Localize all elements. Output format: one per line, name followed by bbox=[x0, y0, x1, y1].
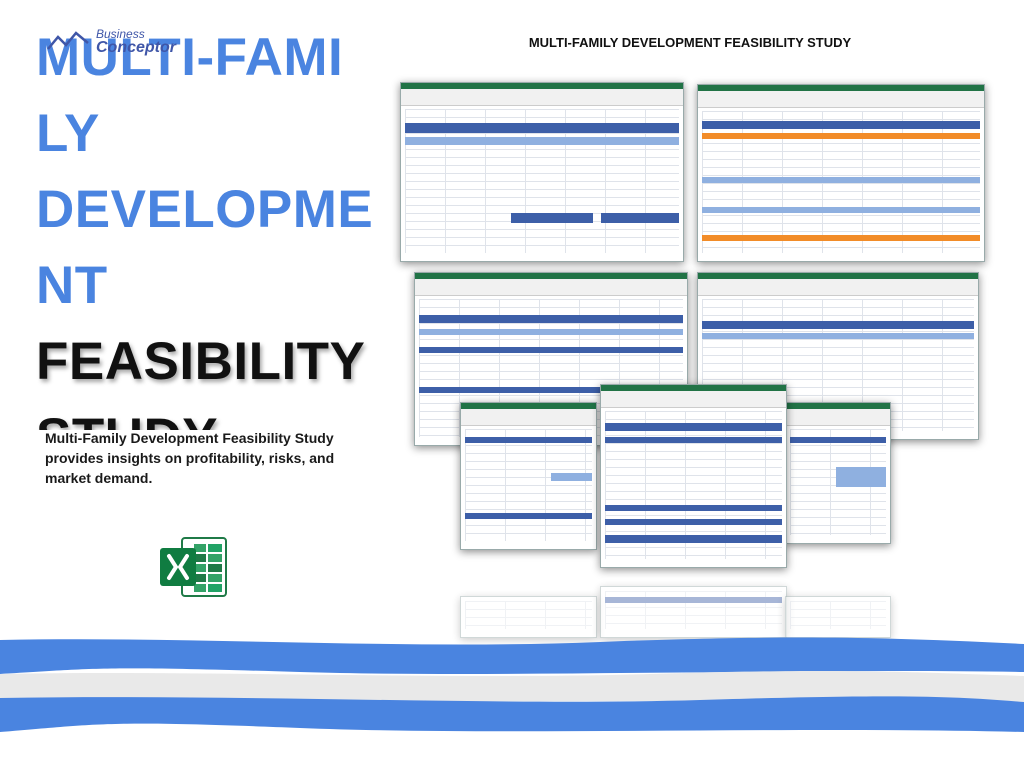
title-line: FEASIBILITY bbox=[36, 332, 366, 391]
header-title: MULTI-FAMILY DEVELOPMENT FEASIBILITY STU… bbox=[528, 35, 852, 50]
subtitle: Multi-Family Development Feasibility Stu… bbox=[45, 430, 335, 486]
spreadsheet-thumbnail bbox=[460, 402, 597, 550]
title-line: DEVELOPME bbox=[36, 180, 374, 239]
excel-icon bbox=[160, 537, 227, 597]
decorative-wave bbox=[0, 637, 1024, 768]
page-title: MULTI-FAMI LY DEVELOPME NT FEASIBILITY S… bbox=[36, 20, 376, 430]
brand-name-line1: Business bbox=[96, 27, 145, 41]
brand-logo: Business Conceptor bbox=[46, 27, 196, 57]
spreadsheet-thumbnail bbox=[697, 84, 985, 262]
spreadsheet-reflection bbox=[785, 596, 891, 638]
brand-name-line2: Conceptor bbox=[96, 39, 176, 56]
title-line: NT bbox=[36, 256, 108, 315]
title-line: LY bbox=[36, 104, 100, 163]
title-line: STUDY bbox=[36, 400, 376, 430]
chart-line-icon bbox=[47, 31, 89, 50]
spreadsheet-thumbnail bbox=[600, 384, 787, 568]
spreadsheet-reflection bbox=[600, 586, 787, 638]
spreadsheet-reflection bbox=[460, 596, 597, 638]
spreadsheet-thumbnail bbox=[400, 82, 684, 262]
spreadsheet-thumbnail bbox=[785, 402, 891, 544]
title-line: MULTI-FAMI bbox=[36, 28, 344, 87]
